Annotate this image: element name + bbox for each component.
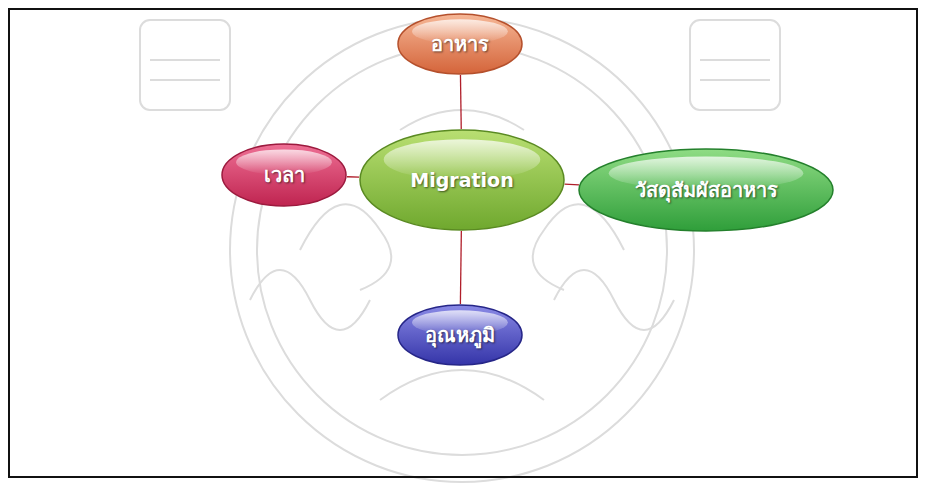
connector-line [460,231,462,304]
ellipse-node: วัสดุสัมผัสอาหาร [578,148,834,232]
connector-line [347,176,359,178]
ellipse-node: เวลา [221,143,347,207]
node-label: Migration [410,169,513,192]
node-label: วัสดุสัมผัสอาหาร [635,178,778,202]
node-label: อาหาร [431,32,489,56]
seal-watermark [140,18,780,482]
node-label: เวลา [264,163,305,187]
ellipse-node: Migration [359,129,565,231]
frame-border [9,9,917,477]
connector-line [460,75,462,129]
ellipse-node: อาหาร [397,13,523,75]
ellipse-node: อุณหภูมิ [397,304,523,366]
node-label: อุณหภูมิ [425,323,495,347]
connector-line [565,184,579,186]
